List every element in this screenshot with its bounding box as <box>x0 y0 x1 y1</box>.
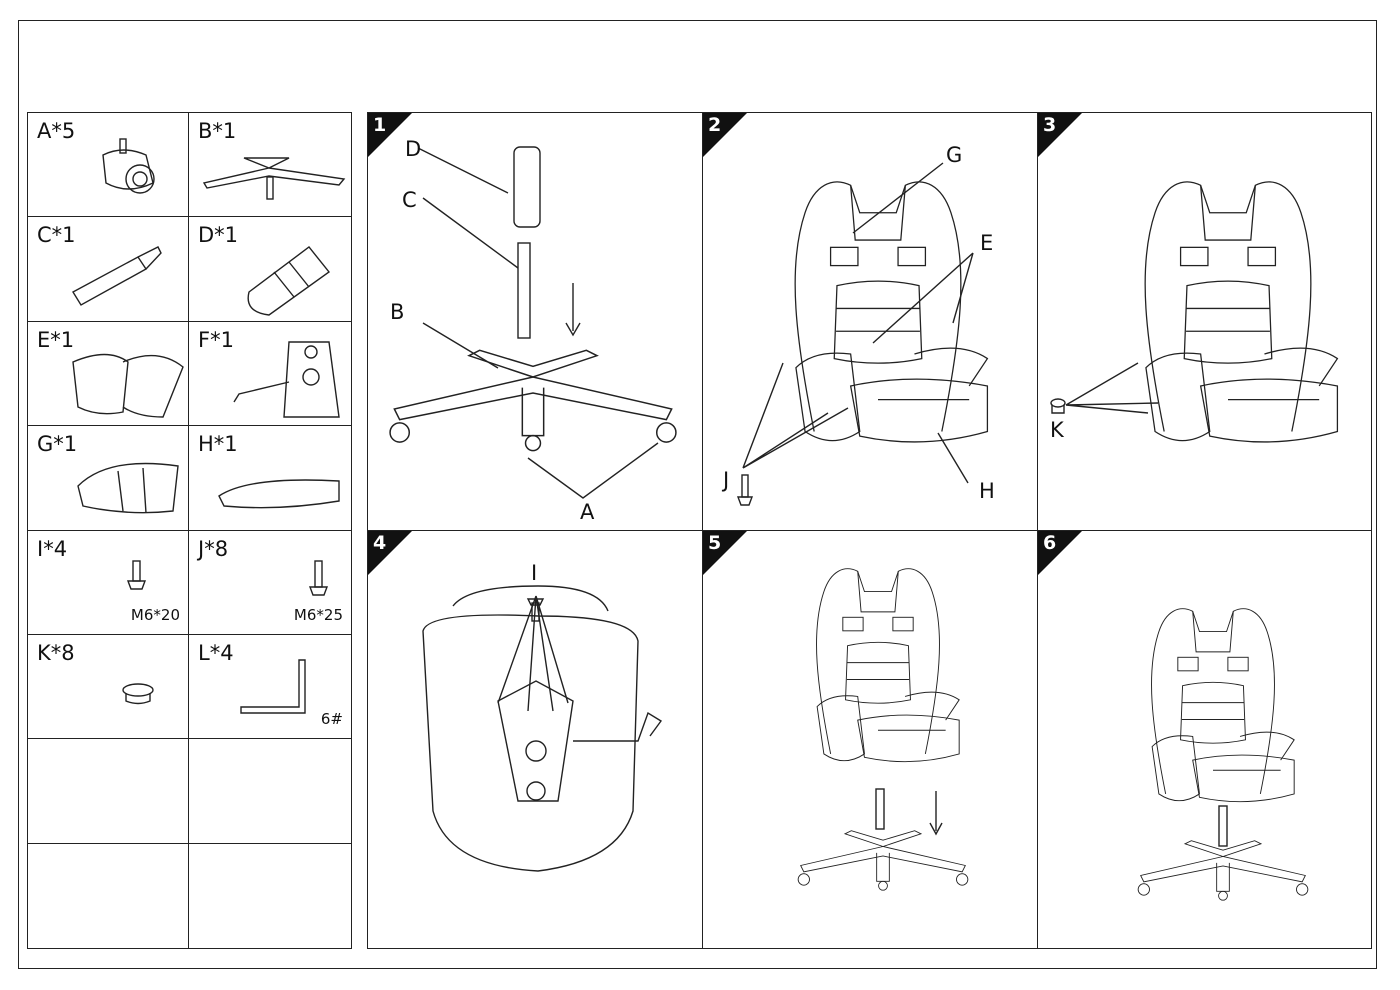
step-number: 6 <box>1043 531 1057 554</box>
part-g: G*1 <box>28 426 189 531</box>
part-label: E*1 <box>37 327 75 352</box>
part-spec: M6*25 <box>293 605 343 624</box>
step-number-corner <box>368 530 412 575</box>
part-spec: M6*20 <box>130 605 180 624</box>
part-label: C*1 <box>37 223 76 248</box>
part-label: A*5 <box>37 119 76 143</box>
part-a: A*5 <box>28 113 189 218</box>
empty-cell <box>28 739 189 844</box>
lift-cover-icon <box>247 246 331 317</box>
part-d: D*1 <box>189 217 351 322</box>
callout-i: I <box>531 560 538 585</box>
gas-lift-icon <box>72 246 162 307</box>
armrest-attach-illustration <box>736 162 989 506</box>
step-3: 3 K <box>1038 113 1371 531</box>
step-number-corner <box>368 113 412 157</box>
callout-g: G <box>946 143 963 167</box>
part-label: G*1 <box>37 432 78 457</box>
cap-insert-illustration <box>1050 181 1339 443</box>
step-number-corner <box>1038 113 1082 157</box>
part-l: L*4 6# <box>189 635 351 740</box>
part-label: B*1 <box>198 119 237 143</box>
bolt-icon <box>308 559 329 596</box>
empty-cell <box>189 739 351 844</box>
step-number-corner <box>703 530 747 575</box>
cap-icon <box>122 683 154 705</box>
callout-c: C <box>402 188 417 212</box>
part-label: D*1 <box>198 223 239 248</box>
base-insert-illustration <box>797 567 969 891</box>
base-assembly-illustration <box>389 146 677 499</box>
bolt-icon <box>126 559 147 590</box>
callout-b: B <box>390 300 405 324</box>
part-c: C*1 <box>28 217 189 322</box>
backrest-icon <box>77 462 179 514</box>
part-label: H*1 <box>198 432 238 457</box>
callout-a: A <box>580 500 595 524</box>
callout-d: D <box>405 137 422 161</box>
callout-k: K <box>1050 418 1064 442</box>
mechanism-attach-illustration <box>422 584 663 872</box>
part-f: F*1 <box>189 322 351 427</box>
part-i: I*4 M6*20 <box>28 530 189 635</box>
step-1: 1 D C B A <box>368 113 703 531</box>
step-number-corner <box>703 113 747 157</box>
part-k: K*8 <box>28 634 189 740</box>
step-2: 2 G E J H <box>703 113 1038 531</box>
caster-wheel-icon <box>102 138 155 194</box>
part-label: I*4 <box>37 536 68 561</box>
step-number: 5 <box>708 531 722 554</box>
part-label: F*1 <box>198 327 234 352</box>
parts-list: A*5 B*1 C*1 D*1 E*1 F*1 G*1 H*1 I*4 M6*2… <box>27 112 352 949</box>
callout-j: J <box>723 468 730 492</box>
armrests-icon <box>72 353 184 418</box>
step-number: 1 <box>373 114 387 136</box>
part-h: H*1 <box>189 426 351 531</box>
completed-chair-illustration <box>1137 607 1309 901</box>
callout-h: H <box>979 479 995 503</box>
part-label: J*8 <box>198 536 229 561</box>
part-j: J*8 M6*25 <box>189 531 351 635</box>
part-e: E*1 <box>28 321 189 427</box>
seat-mechanism-icon <box>233 341 340 418</box>
allen-key-icon <box>240 659 306 714</box>
step-4: 4 I <box>368 530 703 948</box>
step-number: 2 <box>708 114 722 136</box>
part-label: K*8 <box>37 640 75 665</box>
seat-cushion-icon <box>218 479 340 509</box>
star-base-icon <box>202 157 346 200</box>
empty-cell <box>189 844 351 948</box>
step-5: 5 <box>703 530 1038 948</box>
step-number: 4 <box>373 531 387 554</box>
empty-cell <box>28 843 189 948</box>
part-spec: 6# <box>320 710 343 729</box>
step-number-corner <box>1038 530 1082 575</box>
step-6: 6 <box>1038 530 1371 949</box>
page-frame <box>18 20 1377 969</box>
callout-e: E <box>980 231 994 255</box>
step-number: 3 <box>1043 114 1057 136</box>
part-label: L*4 <box>198 640 234 665</box>
part-b: B*1 <box>189 113 351 218</box>
assembly-steps: 1 D C B A 2 G E J H 3 <box>367 112 1372 949</box>
